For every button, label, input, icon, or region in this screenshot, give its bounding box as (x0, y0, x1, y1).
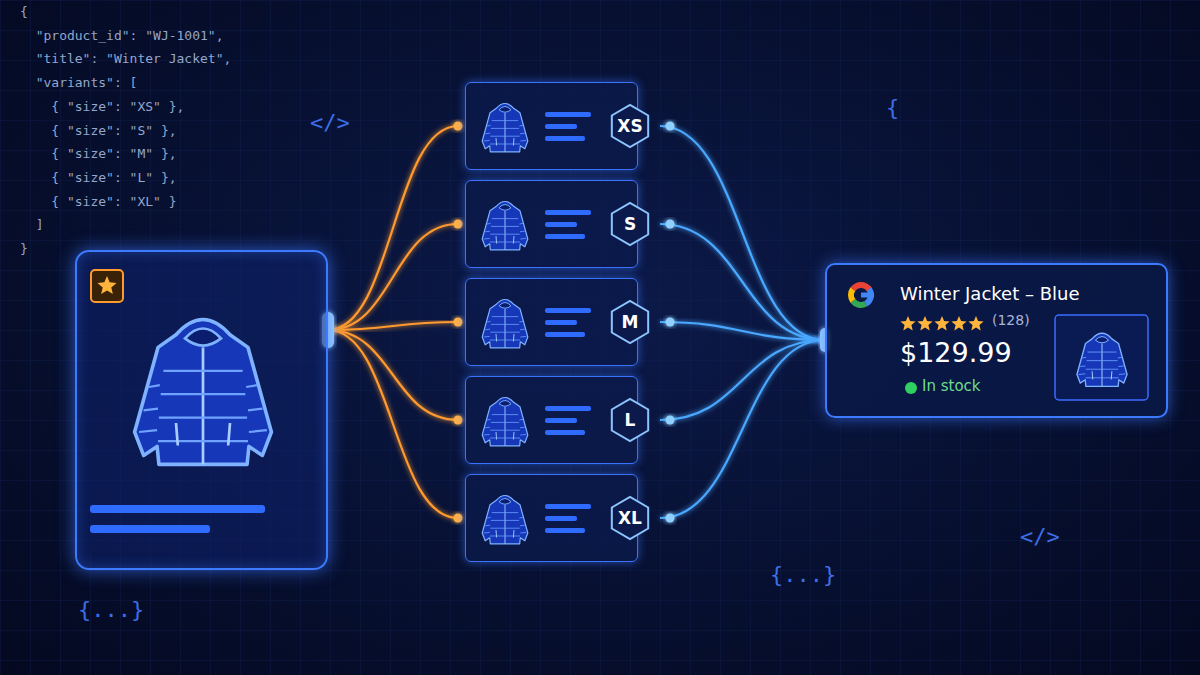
result-text: $129.99 (900, 337, 1012, 369)
code-line: { "size": "L" }, (20, 168, 177, 188)
connector-dot (666, 416, 675, 425)
result-text: (128) (992, 312, 1030, 329)
variant-card: XS (465, 82, 655, 170)
jacket-illustration (135, 320, 272, 465)
rating-star (934, 316, 949, 330)
flow-connector (660, 340, 825, 420)
text-bar (545, 406, 591, 411)
text-bar (545, 430, 585, 435)
variant-card: L (465, 376, 655, 464)
connector-dot (454, 122, 463, 131)
featured-badge (91, 270, 123, 302)
code-symbol: </> (1020, 524, 1060, 549)
code-line: { "size": "XS" }, (20, 97, 184, 117)
text-bar (545, 210, 591, 215)
text-bar (545, 418, 577, 423)
text-bar (545, 222, 577, 227)
variant-card: M (465, 278, 655, 366)
flow-connector (660, 322, 825, 340)
flow-connector (328, 330, 458, 518)
code-line: ] (20, 215, 43, 235)
text-bar (545, 234, 585, 239)
jacket-icon (482, 496, 528, 544)
connector-dot (666, 514, 675, 523)
text-bar (90, 525, 210, 533)
text-bar (545, 504, 591, 509)
result-card: Winter Jacket – Blue (128) $129.99 In stock (825, 263, 1168, 418)
code-line: { "size": "S" }, (20, 121, 177, 141)
connector-dot (666, 122, 675, 131)
flow-connector (328, 224, 458, 330)
code-symbol: {...} (78, 597, 144, 622)
code-line: { "size": "M" }, (20, 144, 177, 164)
connector-dot (454, 416, 463, 425)
product-thumbnail (1055, 315, 1148, 400)
variant-card: XL (465, 474, 655, 562)
size-label: S (610, 204, 650, 244)
code-line: } (20, 239, 28, 259)
star-icon (97, 276, 116, 294)
google-logo (861, 293, 874, 298)
connector-dot (666, 318, 675, 327)
text-bar (545, 320, 577, 325)
text-bar (545, 528, 585, 533)
flow-connector (660, 340, 825, 518)
connector-dot (454, 220, 463, 229)
jacket-icon (482, 300, 528, 348)
jacket-icon (482, 104, 528, 152)
size-label: XS (610, 106, 650, 146)
text-bar (545, 332, 585, 337)
rating-star (951, 316, 966, 330)
code-line: "variants": [ (20, 73, 137, 93)
text-bar (545, 136, 585, 141)
text-bar (90, 505, 265, 513)
code-line: { (20, 2, 28, 22)
flow-connector (660, 224, 825, 340)
size-label: L (610, 400, 650, 440)
code-line: { "size": "XL" } (20, 192, 177, 212)
jacket-icon (482, 398, 528, 446)
size-label: M (610, 302, 650, 342)
stock-dot (905, 382, 917, 394)
connector-dot (666, 220, 675, 229)
rating-star (900, 316, 915, 330)
text-bar (545, 124, 577, 129)
code-symbol: {...} (770, 562, 836, 587)
flow-connector (328, 126, 458, 330)
rating-star (917, 316, 932, 330)
size-label: XL (610, 498, 650, 538)
variant-card: S (465, 180, 655, 268)
product-card (75, 250, 328, 570)
code-line: "title": "Winter Jacket", (20, 49, 231, 69)
result-text: Winter Jacket – Blue (900, 283, 1080, 305)
flow-connector (328, 322, 458, 330)
flow-connector (660, 126, 825, 340)
text-bar (545, 112, 591, 117)
code-symbol: { (886, 95, 899, 120)
google-logo (850, 282, 871, 291)
text-bar (545, 516, 577, 521)
jacket-icon (482, 202, 528, 250)
connector-dot (454, 318, 463, 327)
connector-dot (454, 514, 463, 523)
code-line: "product_id": "WJ-1001", (20, 26, 224, 46)
code-symbol: </> (310, 110, 350, 135)
jacket-icon (1077, 333, 1127, 386)
rating-star (968, 316, 983, 330)
result-text: In stock (922, 377, 981, 395)
flow-connector (328, 330, 458, 420)
text-bar (545, 308, 591, 313)
product-illustration (75, 250, 328, 570)
